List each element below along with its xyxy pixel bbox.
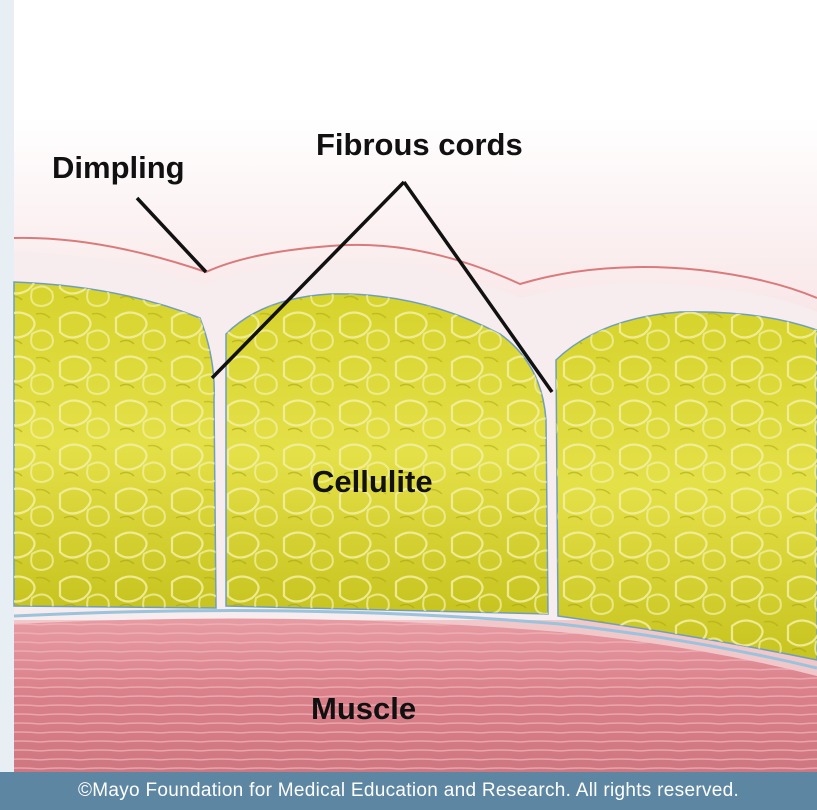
fibrous-cords-label: Fibrous cords — [316, 129, 523, 160]
copyright-bar: ©Mayo Foundation for Medical Education a… — [0, 772, 817, 810]
dimpling-label: Dimpling — [52, 152, 185, 183]
cellulite-label: Cellulite — [312, 466, 433, 497]
muscle-label: Muscle — [311, 693, 416, 724]
